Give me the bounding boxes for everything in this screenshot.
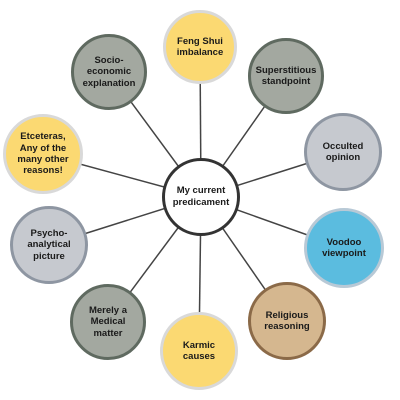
node-label: Feng Shui imbalance [176,35,224,58]
center-label: My current predicament [172,185,230,208]
node-label: Religious reasoning [264,309,310,332]
node-label: Merely a Medical matter [88,304,128,339]
node-psycho: Psycho- analytical picture [10,206,88,284]
node-label: Superstitious standpoint [255,64,317,87]
node-etceteras: Etceteras, Any of the many other reasons… [3,114,83,194]
node-label: Karmic causes [182,339,216,362]
node-medical: Merely a Medical matter [70,284,146,360]
node-feng-shui: Feng Shui imbalance [163,10,237,84]
node-label: Etceteras, Any of the many other reasons… [17,131,69,177]
node-voodoo: Voodoo viewpoint [304,208,384,288]
node-label: Psycho- analytical picture [27,227,71,262]
node-karmic: Karmic causes [160,312,238,390]
node-religious: Religious reasoning [248,282,326,360]
node-socio: Socio- economic explanation [71,34,147,110]
node-superstitious: Superstitious standpoint [248,38,324,114]
node-label: Occulted opinion [322,140,364,163]
center-node: My current predicament [162,158,240,236]
node-label: Socio- economic explanation [82,54,136,89]
node-occulted: Occulted opinion [304,113,382,191]
node-label: Voodoo viewpoint [322,236,366,259]
